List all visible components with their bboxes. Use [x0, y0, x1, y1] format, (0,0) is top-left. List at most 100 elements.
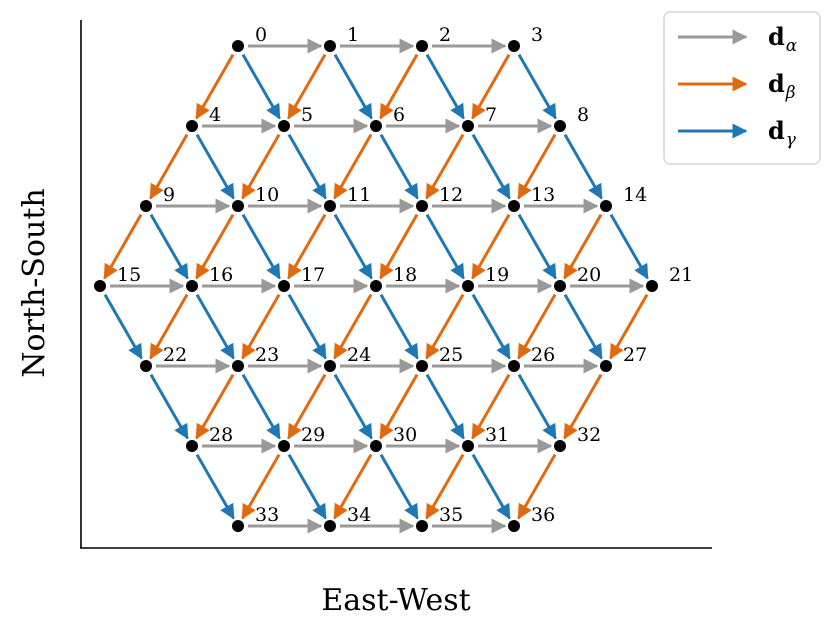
node-label-4: 4 [209, 104, 221, 126]
lattice-edges [103, 38, 649, 534]
lattice-node-21 [646, 280, 658, 292]
lattice-node-12 [416, 200, 428, 212]
arrow-gamma-24-30 [333, 373, 373, 440]
arrow-gamma-25-31 [425, 373, 465, 440]
lattice-node-6 [370, 120, 382, 132]
lattice-node-25 [416, 360, 428, 372]
arrow-gamma-8-14 [563, 133, 603, 200]
node-label-13: 13 [531, 184, 555, 206]
lattice-node-20 [554, 280, 566, 292]
lattice-node-5 [278, 120, 290, 132]
arrow-beta-14-20 [563, 213, 603, 280]
arrow-beta-16-22 [149, 293, 189, 360]
node-label-21: 21 [669, 264, 693, 286]
node-label-11: 11 [347, 184, 371, 206]
node-label-27: 27 [623, 344, 647, 366]
arrow-beta-30-34 [333, 453, 373, 520]
lattice-node-34 [324, 520, 336, 532]
lattice-node-31 [462, 440, 474, 452]
arrow-beta-8-13 [517, 133, 557, 200]
arrow-beta-9-15 [103, 213, 143, 280]
arrow-gamma-22-28 [149, 373, 189, 440]
arrow-beta-31-35 [425, 453, 465, 520]
lattice-node-32 [554, 440, 566, 452]
node-label-0: 0 [255, 24, 267, 46]
arrow-gamma-13-20 [517, 213, 557, 280]
arrow-gamma-16-23 [195, 293, 235, 360]
node-label-8: 8 [577, 104, 589, 126]
node-label-5: 5 [301, 104, 313, 126]
lattice-node-3 [508, 40, 520, 52]
arrow-gamma-19-26 [471, 293, 511, 360]
arrow-gamma-26-32 [517, 373, 557, 440]
arrow-gamma-14-21 [609, 213, 649, 280]
arrow-beta-24-29 [287, 373, 327, 440]
node-label-26: 26 [531, 344, 555, 366]
arrow-beta-19-25 [425, 293, 465, 360]
node-label-18: 18 [393, 264, 417, 286]
node-label-7: 7 [485, 104, 497, 126]
lattice-node-16 [186, 280, 198, 292]
node-label-20: 20 [577, 264, 601, 286]
arrow-gamma-9-16 [149, 213, 189, 280]
arrow-beta-1-5 [287, 53, 327, 120]
lattice-node-22 [140, 360, 152, 372]
arrow-beta-27-32 [563, 373, 603, 440]
arrow-beta-26-31 [471, 373, 511, 440]
lattice-node-4 [186, 120, 198, 132]
node-label-34: 34 [347, 504, 371, 526]
lattice-node-13 [508, 200, 520, 212]
arrow-gamma-31-36 [471, 453, 511, 520]
node-label-16: 16 [209, 264, 233, 286]
node-label-31: 31 [485, 424, 509, 446]
lattice-node-10 [232, 200, 244, 212]
arrow-gamma-28-33 [195, 453, 235, 520]
lattice-node-27 [600, 360, 612, 372]
lattice-node-26 [508, 360, 520, 372]
arrow-gamma-29-34 [287, 453, 327, 520]
node-label-6: 6 [393, 104, 405, 126]
arrow-beta-4-9 [149, 133, 189, 200]
arrow-gamma-6-12 [379, 133, 419, 200]
lattice-node-17 [278, 280, 290, 292]
arrow-gamma-5-11 [287, 133, 327, 200]
arrow-gamma-3-8 [517, 53, 557, 120]
lattice-node-24 [324, 360, 336, 372]
arrow-beta-25-30 [379, 373, 419, 440]
lattice-node-14 [600, 200, 612, 212]
node-label-22: 22 [163, 344, 187, 366]
node-label-28: 28 [209, 424, 233, 446]
node-label-15: 15 [117, 264, 141, 286]
node-label-24: 24 [347, 344, 371, 366]
arrow-gamma-7-13 [471, 133, 511, 200]
arrow-beta-7-12 [425, 133, 465, 200]
arrow-beta-20-26 [517, 293, 557, 360]
node-label-30: 30 [393, 424, 417, 446]
arrow-beta-32-36 [517, 453, 557, 520]
node-label-9: 9 [163, 184, 175, 206]
arrow-gamma-1-6 [333, 53, 373, 120]
lattice-nodes [94, 40, 658, 532]
arrow-gamma-4-10 [195, 133, 235, 200]
arrow-beta-21-27 [609, 293, 649, 360]
arrow-beta-13-19 [471, 213, 511, 280]
lattice-node-0 [232, 40, 244, 52]
arrow-gamma-17-24 [287, 293, 327, 360]
arrow-gamma-10-17 [241, 213, 281, 280]
arrow-beta-10-16 [195, 213, 235, 280]
arrow-gamma-0-5 [241, 53, 281, 120]
lattice-node-36 [508, 520, 520, 532]
node-label-36: 36 [531, 504, 555, 526]
lattice-node-8 [554, 120, 566, 132]
arrow-gamma-18-25 [379, 293, 419, 360]
lattice-node-28 [186, 440, 198, 452]
arrow-beta-6-11 [333, 133, 373, 200]
lattice-node-7 [462, 120, 474, 132]
node-label-35: 35 [439, 504, 463, 526]
legend-box [663, 11, 821, 165]
arrow-beta-17-23 [241, 293, 281, 360]
lattice-node-2 [416, 40, 428, 52]
